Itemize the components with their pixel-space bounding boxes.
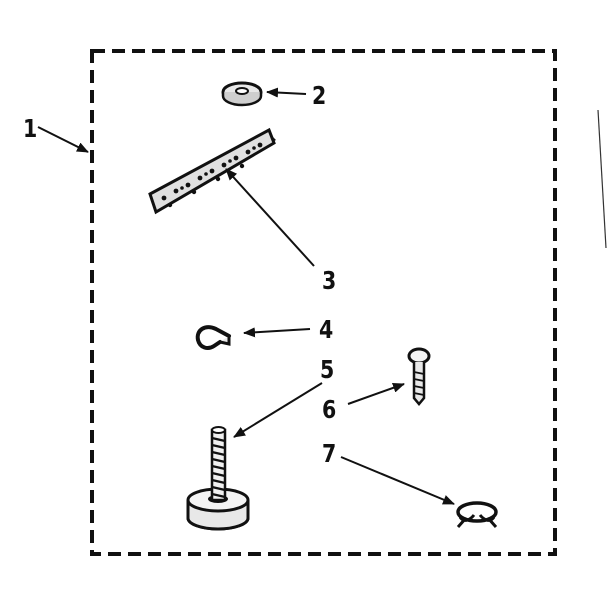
- callout-washer: 2: [312, 81, 327, 110]
- leader-bracket: [225, 168, 315, 267]
- clip-icon: [195, 325, 231, 350]
- washer-icon: [221, 81, 263, 107]
- leader-screw: [347, 382, 405, 405]
- leader-kit: [37, 126, 89, 153]
- callout-bracket: 3: [322, 266, 337, 295]
- callout-leveling-leg: 5: [320, 355, 335, 384]
- spring-clip-icon: [456, 501, 498, 528]
- screw-icon: [407, 347, 431, 406]
- callout-clip: 4: [319, 315, 334, 344]
- leader-spring-clip: [340, 456, 455, 505]
- leveling-leg-icon: [186, 426, 250, 531]
- callout-spring-clip: 7: [322, 439, 337, 468]
- leader-washer: [266, 87, 307, 98]
- edge-line: [597, 109, 607, 249]
- kit-boundary: [90, 49, 557, 556]
- callout-kit: 1: [23, 114, 38, 143]
- leader-leveling-leg: [233, 382, 323, 438]
- callout-screw: 6: [322, 395, 337, 424]
- leader-clip: [243, 327, 311, 338]
- perforated-bracket-icon: [148, 127, 276, 215]
